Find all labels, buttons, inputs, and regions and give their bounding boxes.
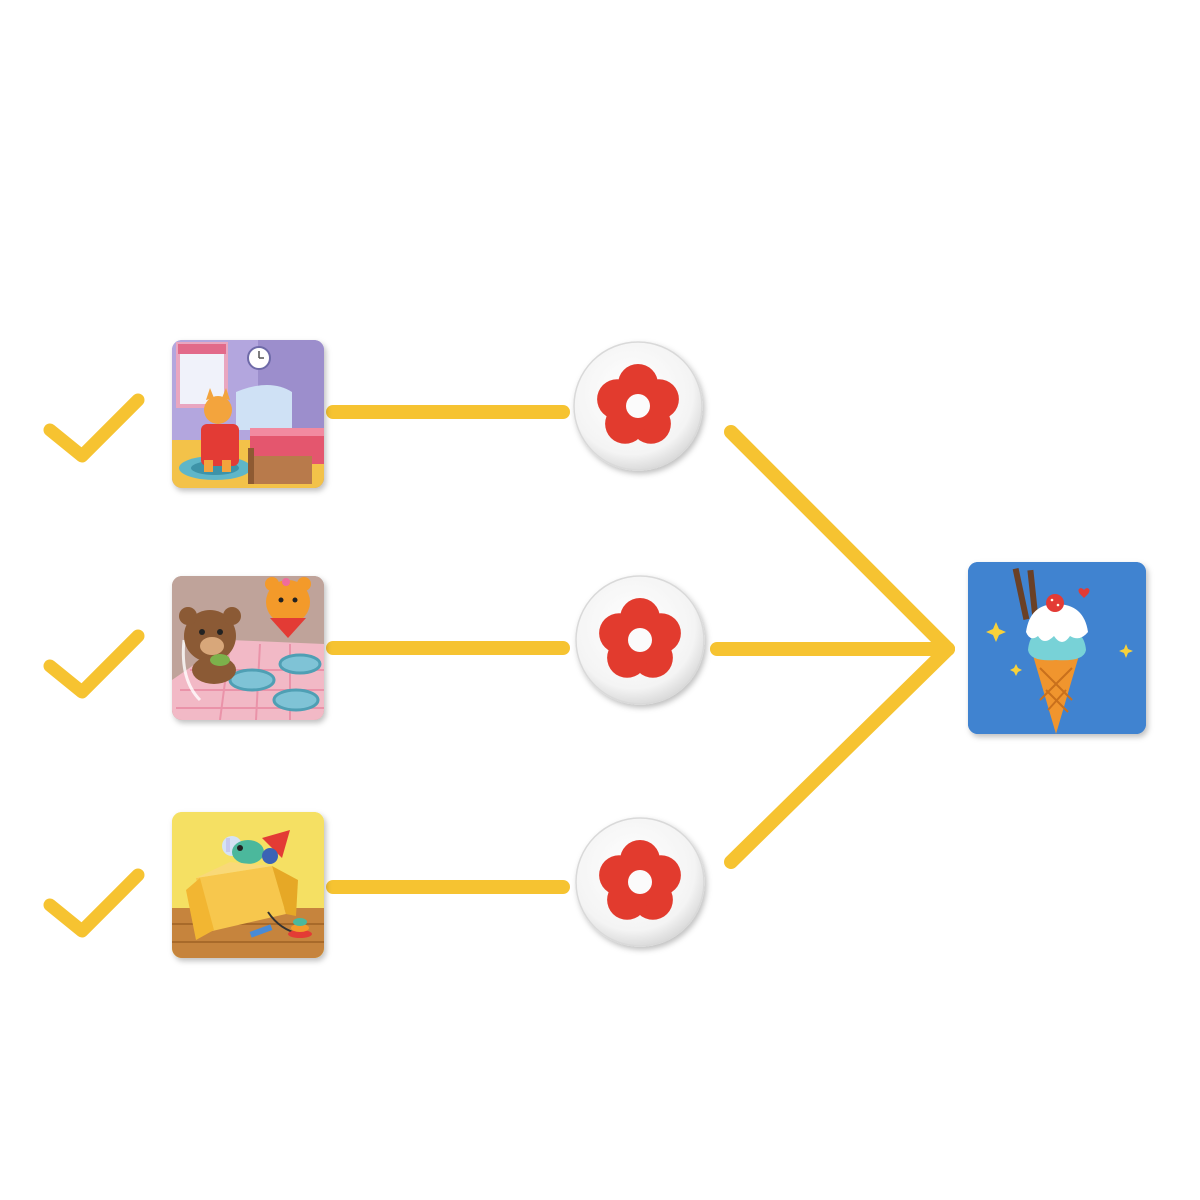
checkmark-icon xyxy=(43,868,145,938)
flower-icon xyxy=(599,840,681,920)
checkmark-icon xyxy=(43,393,145,463)
reward-token xyxy=(575,817,705,947)
task-tile-toys xyxy=(172,812,324,958)
reward-tile-ice-cream xyxy=(968,562,1146,734)
connector-token-3-reward xyxy=(724,642,955,869)
task-tile-dining xyxy=(172,576,324,720)
flower-icon xyxy=(597,364,679,444)
connector-token-1-reward xyxy=(724,425,955,656)
connector-lines xyxy=(326,405,955,894)
task-tile-bedroom xyxy=(172,340,324,488)
reward-token xyxy=(573,341,703,471)
checkmark-icon xyxy=(43,629,145,699)
flower-icon xyxy=(599,598,681,678)
reward-token xyxy=(575,575,705,705)
